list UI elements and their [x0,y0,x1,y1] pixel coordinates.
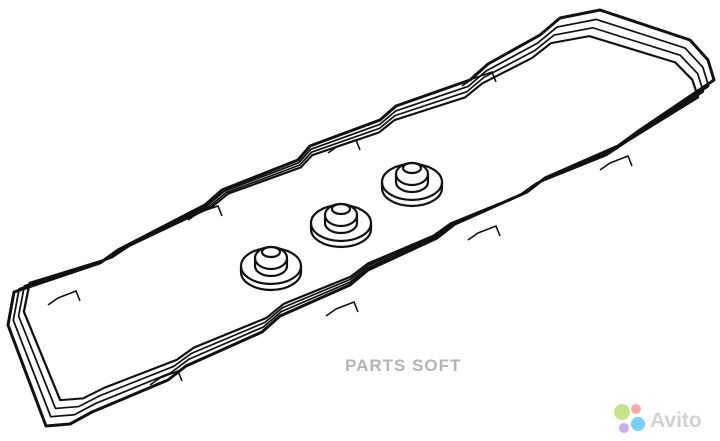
avito-logo: Avito [614,404,702,433]
grommet-middle [309,202,373,249]
gasket-tabs [47,70,633,386]
avito-wordmark: Avito [650,409,702,432]
grommet-right [380,161,444,208]
parts-soft-watermark: PARTS SOFT [345,356,462,375]
grommet-left [239,245,303,292]
avito-dots-icon [614,404,645,433]
